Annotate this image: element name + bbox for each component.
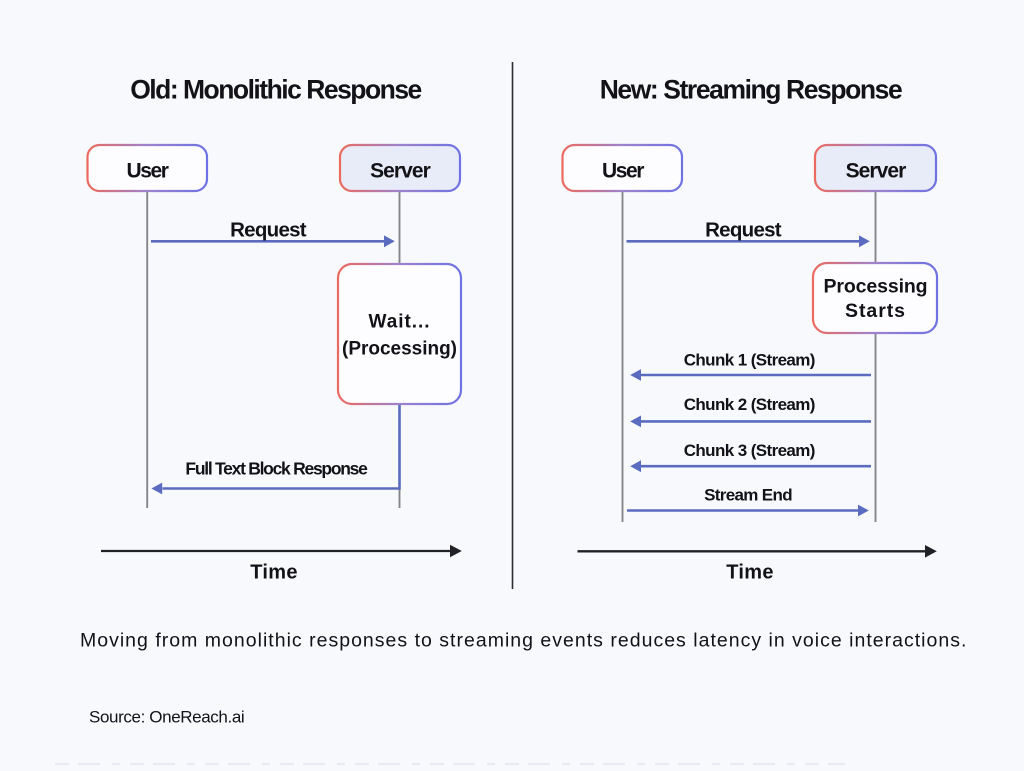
svg-text:Processing: Processing — [824, 276, 928, 298]
svg-text:Request: Request — [230, 219, 307, 242]
svg-text:New: Streaming Response: New: Streaming Response — [600, 74, 902, 104]
svg-text:(Processing): (Processing) — [342, 339, 457, 360]
svg-text:Chunk 2 (Stream): Chunk 2 (Stream) — [684, 395, 815, 414]
svg-text:Source: OneReach.ai: Source: OneReach.ai — [89, 707, 244, 726]
svg-text:User: User — [127, 160, 169, 183]
svg-text:Wait...: Wait... — [369, 312, 431, 333]
svg-text:Full Text Block Response: Full Text Block Response — [185, 459, 368, 479]
svg-text:Server: Server — [370, 160, 431, 183]
svg-text:Chunk 3 (Stream): Chunk 3 (Stream) — [684, 441, 815, 460]
svg-text:Chunk 1 (Stream): Chunk 1 (Stream) — [684, 351, 815, 370]
svg-text:Request: Request — [705, 219, 782, 242]
svg-text:Time: Time — [726, 562, 774, 584]
svg-text:Time: Time — [250, 562, 298, 584]
svg-text:Moving from monolithic respons: Moving from monolithic responses to stre… — [80, 629, 967, 651]
svg-text:Starts: Starts — [845, 300, 906, 322]
svg-text:Old: Monolithic Response: Old: Monolithic Response — [130, 74, 421, 104]
svg-text:Stream End: Stream End — [704, 485, 792, 504]
svg-text:User: User — [602, 160, 644, 183]
svg-text:Server: Server — [846, 160, 907, 183]
